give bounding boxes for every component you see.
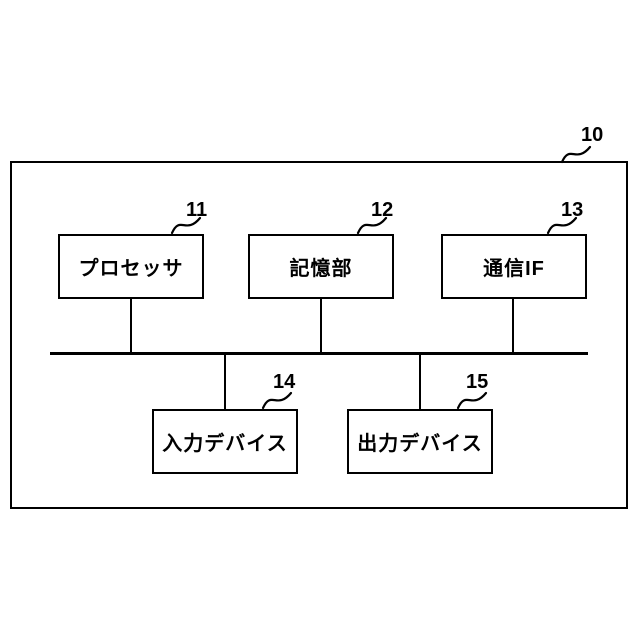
leader-squiggle-11 [170,216,202,235]
block-output-device: 出力デバイス [347,409,493,474]
leader-squiggle-14 [261,391,293,410]
connector-storage-bus [320,298,322,353]
leader-squiggle-10 [560,145,592,164]
ref-label-13: 13 [561,199,584,221]
connector-communication-if-bus [512,298,514,353]
block-processor: プロセッサ [58,234,204,299]
leader-squiggle-13 [546,216,578,235]
block-output-device-label: 出力デバイス [357,433,483,455]
block-input-device-label: 入力デバイス [162,433,288,455]
block-storage-label: 記憶部 [289,258,353,280]
block-storage: 記憶部 [248,234,394,299]
leader-squiggle-15 [456,391,488,410]
block-communication-if-label: 通信IF [483,258,545,280]
block-communication-if: 通信IF [441,234,587,299]
ref-label-10: 10 [581,124,604,146]
ref-label-12: 12 [371,199,394,221]
connector-bus-input-device [224,354,226,410]
connector-bus-output-device [419,354,421,410]
system-boundary-box [10,161,628,509]
ref-label-11: 11 [186,199,208,221]
ref-label-14: 14 [273,371,296,393]
block-input-device: 入力デバイス [152,409,298,474]
block-processor-label: プロセッサ [78,258,184,280]
connector-processor-bus [130,298,132,353]
bus-line [50,352,588,355]
ref-label-15: 15 [466,371,489,393]
leader-squiggle-12 [356,216,388,235]
